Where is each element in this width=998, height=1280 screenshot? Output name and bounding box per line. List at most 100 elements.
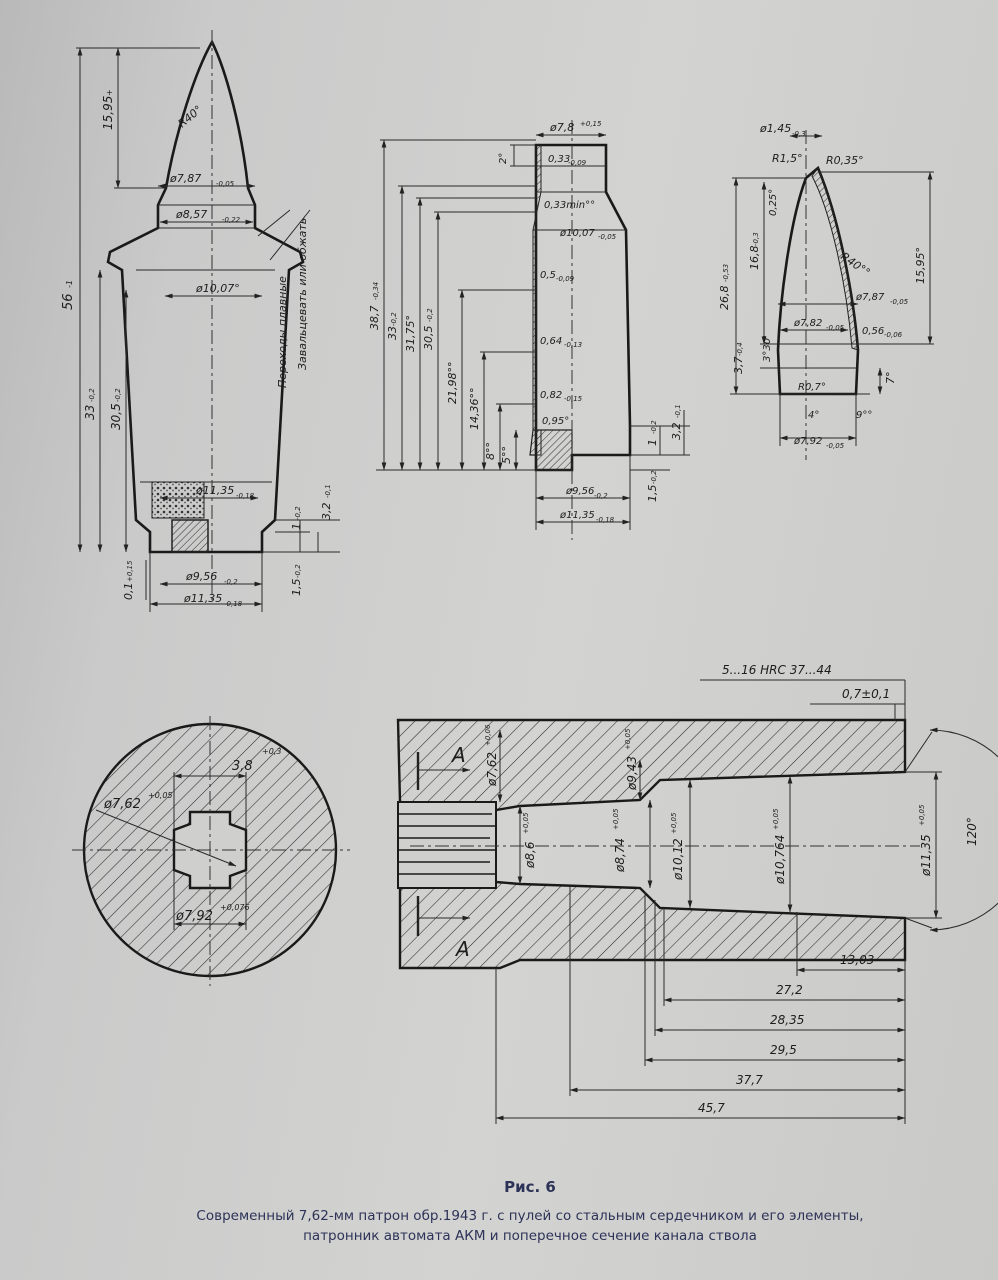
chamber-d-874-tol: +0,05 (612, 808, 620, 830)
section-d-792-tol: +0,076 (220, 903, 250, 912)
case-wall-033: 0,33 (548, 154, 570, 165)
bullet-len-168: 16,8 (748, 246, 761, 271)
bullet-d-782: ø7,82 (793, 318, 822, 329)
bullet-d-792-tol: -0,05 (826, 442, 845, 450)
cart-small-1: 1 (290, 523, 303, 530)
bullet-r07: R0,7° (798, 382, 826, 393)
case-wall-064: 0,64 (540, 336, 562, 347)
case-d-956: ø9,56 (565, 486, 594, 497)
case-len-33: 33 (386, 326, 399, 340)
cart-neck-d-tol: -0,22 (222, 216, 241, 224)
chamber-d-874: ø8,74 (613, 838, 627, 873)
case-len-387: 38,7 (368, 306, 381, 331)
primer-pocket (171, 519, 209, 553)
bullet-wall-056: 0,56 (862, 326, 884, 337)
chamber-bore-762-tol: +0,06 (484, 724, 492, 746)
cart-small-01: 0,1 (122, 583, 135, 601)
cart-base-d-tol: -0,18 (224, 600, 243, 608)
case-wall-095: 0,95° (542, 416, 569, 427)
case-wall-033-tol: -0,09 (568, 159, 587, 167)
case-top-d: ø7,8 (549, 121, 574, 134)
chamber-d-10764-tol: +0,05 (772, 808, 780, 830)
bullet-r15: R1,5° (772, 152, 803, 165)
case-len-305-tol: -0,2 (426, 308, 434, 322)
case-len-8: 8°° (484, 442, 497, 460)
bullet-angle-4: 4° (808, 410, 819, 421)
case-len-5: 5°° (500, 446, 513, 464)
section-d-762: ø7,62 (103, 797, 141, 812)
case-small-15: 1,5 (646, 485, 659, 503)
cart-small-1-tol: -0,2 (294, 506, 302, 520)
case-drawing: ø7,8 +0,15 2° 0,33 -0,09 0,33min°° ø10,0… (368, 120, 690, 540)
bullet-r035: R0,35° (826, 154, 864, 167)
case-len-3175: 31,75° (404, 315, 417, 352)
bullet-angle-9: 9°° (856, 410, 872, 421)
cart-small-32: 3,2 (320, 503, 333, 521)
case-top-d-tol: +0,15 (580, 120, 602, 128)
cart-neck-d: ø8,57 (175, 208, 207, 221)
case-wall-064-tol: -0,13 (564, 341, 582, 349)
section-groove-w: 3,8 (232, 759, 253, 774)
note-roll: Завальцевать или обжать (296, 218, 309, 370)
bullet-len-7: 7° (884, 372, 897, 385)
case-small-15-tol: -0,2 (650, 470, 658, 484)
chamber-lower-wall (398, 880, 907, 970)
case-wall-082-tol: -0,15 (564, 395, 583, 403)
cart-extractor-d: ø9,56 (185, 570, 217, 583)
bullet-d-787-tol: -0,05 (890, 298, 909, 306)
chamber-d-1012-tol: +0,05 (670, 812, 678, 834)
cart-extractor-d-tol: -0,2 (224, 578, 238, 586)
chamber-len-272: 27,2 (776, 983, 803, 997)
cartridge-outline (106, 39, 305, 554)
case-wall-033min: 0,33min°° (544, 200, 595, 211)
chamber-drawing: 5...16 HRC 37...44 0,7±0,1 ø7,62 +0,06 ø… (396, 663, 998, 1124)
caption-line-2: патронник автомата АКМ и поперечное сече… (303, 1228, 757, 1244)
bullet-len-168-tol: -0,3 (752, 232, 760, 246)
case-len-387-tol: -0,34 (372, 282, 380, 300)
cart-len-305-tol: -0,2 (114, 388, 122, 402)
case-small-1-tol: -0,2 (650, 420, 658, 434)
bore-section-drawing: 3,8 +0,3 ø7,62 +0,05 ø7,92 +0,076 (72, 716, 350, 986)
bullet-d-787: ø7,87 (855, 292, 885, 303)
section-label-bottom: A (454, 937, 470, 961)
bullet-len-268-tol: -0,53 (722, 264, 730, 282)
cart-len: 56 (61, 293, 76, 310)
chamber-upper-wall (396, 718, 907, 812)
chamber-d-1135: ø11,35 (919, 834, 933, 877)
cart-radius: R40° (176, 103, 205, 130)
case-wall-05: 0,5 (540, 270, 556, 281)
case-len-2198: 21,98°° (446, 362, 459, 405)
cart-len-33: 33 (83, 405, 97, 420)
cart-small-32-tol: -0,1 (324, 484, 332, 498)
bullet-tip-d-tol: -0,3 (792, 130, 806, 138)
rifling-lines (398, 813, 496, 875)
figure-caption: Рис. 6 Современный 7,62-мм патрон обр.19… (150, 1178, 910, 1246)
note-smooth: Переходы плавные (276, 276, 289, 388)
chamber-d-86: ø8,6 (523, 841, 537, 869)
cart-len-305: 30,5 (109, 403, 123, 430)
section-groove-w-tol: +0,3 (262, 747, 281, 756)
section-d-792: ø7,92 (175, 909, 213, 924)
bullet-len-37-tol: -0,4 (736, 342, 744, 356)
case-d-956-tol: -0,2 (594, 492, 608, 500)
caption-line-1: Современный 7,62-мм патрон обр.1943 г. с… (196, 1208, 864, 1224)
chamber-rifling (397, 801, 497, 889)
chamber-bore-762: ø7,62 (485, 752, 499, 787)
bullet-d-782-tol: -0,05 (826, 324, 845, 332)
bullet-len-268: 26,8 (718, 286, 731, 311)
cart-small-15-tol: -0,2 (294, 564, 302, 578)
chamber-angle-120: 120° (965, 817, 979, 846)
chamber-d-1012: ø10,12 (671, 838, 685, 881)
cart-shoulder-d: ø10,07° (195, 282, 240, 295)
case-wall-082: 0,82 (540, 390, 562, 401)
case-d-1135-tol: -0,18 (596, 516, 615, 524)
bullet-len-37: 3,7 (732, 357, 745, 375)
case-d-1007-tol: -0,05 (598, 233, 617, 241)
case-small-32-tol: -0,1 (674, 404, 682, 418)
cart-small-15: 1,5 (290, 579, 303, 597)
bullet-d-792: ø7,92 (793, 436, 822, 447)
cart-len-tol: -1 (65, 280, 74, 288)
cartridge-drawing: 56 -1 15,95 + R40° ø7,87 -0,05 ø8,57 -0,… (61, 30, 340, 612)
bullet-len-1595: 15,95° (914, 247, 927, 284)
